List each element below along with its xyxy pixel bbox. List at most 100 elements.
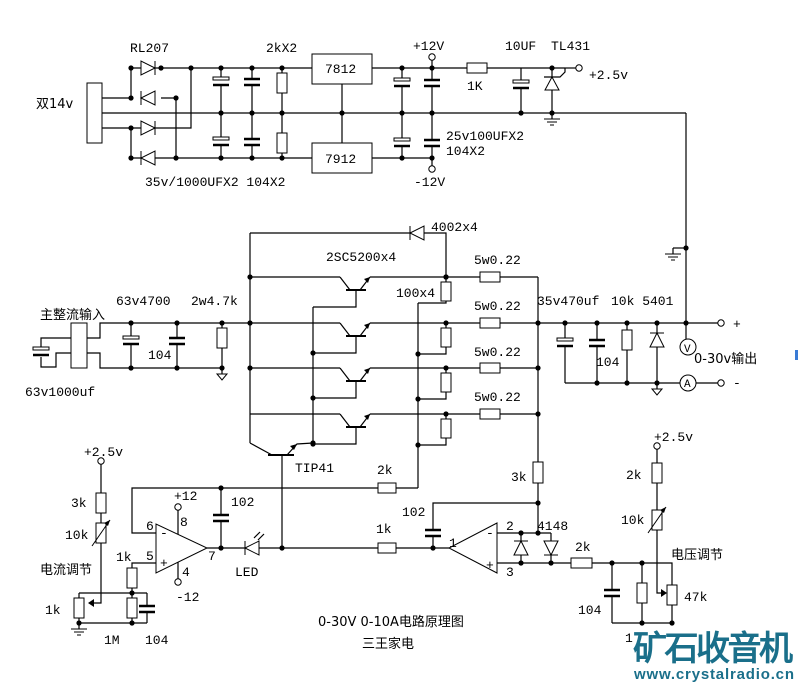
junction-dot [218,110,224,116]
junction-dot [249,155,255,161]
diode-icon [408,225,425,241]
bridge-rectifier [70,322,88,369]
wire [313,336,357,354]
plus-sign: + [160,556,168,571]
electrolytic-plate [512,79,530,84]
electrolytic-plate [212,76,230,81]
label-reg-neg: 7912 [325,152,356,167]
emitter-resistor [479,408,501,420]
gap [424,529,442,537]
pin-6: 6 [146,519,154,534]
gap [588,339,606,347]
gap [243,138,261,146]
feedback-resistor [377,482,397,494]
pin-1: 1 [449,536,457,551]
label-hidden: 1 [625,631,633,646]
resistor [636,582,648,604]
label-cc-r-input: 1k [116,550,132,565]
resistor-2k [570,557,593,569]
label-cc-r-bias: 1M [104,633,120,648]
label-vc-comp-cap: 102 [402,505,425,520]
regulator-7812 [311,53,373,85]
base-resistor [440,327,452,348]
pin-8: 8 [180,515,188,530]
gap [168,337,186,345]
base-resistor [440,372,452,393]
gap [122,337,140,345]
electrolytic-plate [556,337,574,342]
wire [257,533,265,541]
minus-sign: - [486,526,494,541]
junction-dot [128,95,134,101]
emitter-arrow [364,368,370,374]
emitter-resistor [479,362,501,374]
label-reg-pos: 7812 [325,62,356,77]
label-supply-neg: -12 [176,590,199,605]
electrolytic-plate [212,136,230,141]
junction-dot [399,65,405,71]
gap [512,81,530,89]
label-ref-cap: 10UF [505,39,536,54]
wire [592,562,673,585]
plus-sign: + [486,558,494,573]
label-emitter-resistor-1: 5w0.22 [474,253,521,268]
junction-dot [188,65,194,71]
resistor [276,72,288,94]
wire [313,290,357,308]
electrolytic-plate [32,346,50,351]
label-cc-pot: 1k [45,603,61,618]
gap [212,138,230,146]
tl431-icon [544,75,560,91]
label-vc-cap: 104 [578,603,602,618]
label-main-cap: 63v4700 [116,294,171,309]
transformer [86,82,103,144]
junction-dot [218,65,224,71]
label-vc-pot-trim: 10k [621,513,645,528]
wire [339,413,351,428]
label-bleed-resistor: 2w4.7k [191,294,238,309]
label-input-cap: 63v1000uf [25,385,95,400]
label-led: LED [235,565,259,580]
junction-dot [429,110,435,116]
label-voltage-adjust: 电压调节 [671,548,723,563]
emitter-arrow [364,277,370,283]
label-diodes: 4148 [537,519,568,534]
label-vc-r-series: 2k [626,468,642,483]
junction-dot [128,65,134,71]
label-output: 0-30v输出 [694,351,757,367]
junction-dot [128,320,134,326]
label-vc-r-sense: 3k [511,470,527,485]
potentiometer [73,597,85,619]
label-ref-voltage: +2.5v [589,68,628,83]
junction-dot [624,320,630,326]
label-output-caps-ceramic: 104X2 [446,144,485,159]
label-driver: TIP41 [295,461,334,476]
junction-dot [594,320,600,326]
wire [131,487,378,534]
opamp-voltage [447,522,498,574]
label-pos-rail: +12V [413,39,444,54]
wire [544,68,566,78]
resistor [651,462,663,484]
opamp-current [155,523,209,574]
wire [286,442,314,456]
emitter-resistor [479,317,501,329]
pin-5: 5 [146,549,154,564]
diode-icon [513,539,529,556]
label-neg-rail: -12V [414,175,445,190]
diode-icon [649,331,665,348]
label-output-caps: 25v100UFX2 [446,129,524,144]
junction-dot [562,320,568,326]
terminal [717,319,725,327]
label-cc-comp-cap: 102 [231,495,254,510]
label-cc-pot-trim: 10k [65,528,89,543]
diode-icon [140,60,157,76]
label-emitter-resistor-4: 5w0.22 [474,390,521,405]
voltmeter-label: V [684,344,691,356]
junction-dot [399,155,405,161]
junction-dot [339,110,345,116]
junction-dot [279,65,285,71]
schematic-drawing: -+-+ [32,53,798,636]
resistor [276,132,288,154]
junction-dot [279,155,285,161]
